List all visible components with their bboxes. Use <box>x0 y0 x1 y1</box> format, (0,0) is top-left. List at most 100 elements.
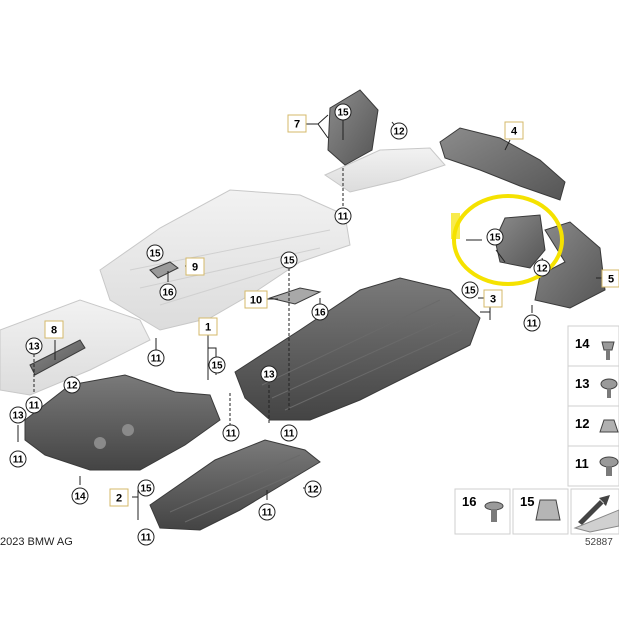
part-7-bracket <box>327 89 379 166</box>
part-5-panel <box>534 221 606 309</box>
callout-15-g: 15 <box>137 479 155 497</box>
callout-16-b: 16 <box>311 303 329 321</box>
svg-text:13: 13 <box>575 376 589 391</box>
callout-11-a: 11 <box>334 207 352 225</box>
svg-text:15: 15 <box>489 233 501 244</box>
svg-text:11: 11 <box>262 508 273 519</box>
svg-text:11: 11 <box>527 319 538 330</box>
ghost-right-shield <box>323 147 446 193</box>
svg-text:1: 1 <box>205 322 211 334</box>
svg-text:15: 15 <box>211 361 223 372</box>
svg-text:12: 12 <box>393 127 405 138</box>
legend-row-13: 13 <box>575 376 618 398</box>
label-item-8: 8 <box>44 320 64 339</box>
svg-text:15: 15 <box>520 494 534 509</box>
callout-12-d: 12 <box>304 480 322 498</box>
callouts: 15 15 15 15 15 15 15 12 12 12 12 11 11 1… <box>9 103 551 546</box>
callout-12-b: 12 <box>533 259 551 277</box>
svg-text:12: 12 <box>66 381 78 392</box>
part-box-15: 15 <box>512 488 569 535</box>
callout-11-g: 11 <box>280 424 298 442</box>
label-item-5: 5 <box>601 269 619 288</box>
legend-row-11: 11 <box>575 456 619 476</box>
svg-text:13: 13 <box>12 411 24 422</box>
label-item-7: 7 <box>287 114 307 133</box>
svg-text:12: 12 <box>536 264 548 275</box>
svg-text:11: 11 <box>338 212 349 223</box>
svg-text:11: 11 <box>226 429 237 440</box>
part-8-strip <box>29 339 86 376</box>
copyright-text: 2023 BMW AG <box>0 536 73 548</box>
callout-15-e: 15 <box>280 251 298 269</box>
svg-text:4: 4 <box>511 126 518 138</box>
svg-text:16: 16 <box>462 494 476 509</box>
svg-text:14: 14 <box>575 336 590 351</box>
svg-text:13: 13 <box>263 370 275 381</box>
part-box-16: 16 <box>454 488 511 535</box>
label-item-1: 1 <box>198 317 218 336</box>
svg-text:16: 16 <box>314 308 326 319</box>
callout-13-b: 13 <box>9 406 27 424</box>
part-1-shield <box>24 374 221 471</box>
svg-text:10: 10 <box>250 295 262 307</box>
callout-11-i: 11 <box>137 528 155 546</box>
svg-text:11: 11 <box>13 455 24 466</box>
label-item-9: 9 <box>185 257 205 276</box>
label-item-4: 4 <box>504 121 524 140</box>
part-9-bracket <box>149 261 179 279</box>
svg-text:11: 11 <box>151 354 162 365</box>
label-item-3: 3 <box>483 289 503 308</box>
callout-15-a: 15 <box>334 103 352 121</box>
fastener-legend: 14 13 12 11 <box>567 325 619 487</box>
callout-11-h: 11 <box>258 503 276 521</box>
svg-text:9: 9 <box>192 262 198 274</box>
label-item-10: 10 <box>244 290 268 309</box>
callout-12-a: 12 <box>390 122 408 140</box>
svg-text:13: 13 <box>28 342 40 353</box>
svg-text:11: 11 <box>141 533 152 544</box>
svg-text:15: 15 <box>283 256 295 267</box>
svg-text:11: 11 <box>284 429 295 440</box>
part-2-shield <box>149 439 321 531</box>
callout-13-c: 13 <box>260 365 278 383</box>
legend-row-14: 14 <box>575 336 615 360</box>
bottom-parts: 16 15 <box>454 488 619 535</box>
svg-text:15: 15 <box>140 484 152 495</box>
callout-11-d: 11 <box>25 396 43 414</box>
callout-14-a: 14 <box>71 487 89 505</box>
callout-12-c: 12 <box>63 376 81 394</box>
svg-text:2: 2 <box>116 493 122 505</box>
svg-text:16: 16 <box>162 288 174 299</box>
svg-text:11: 11 <box>575 456 589 471</box>
svg-text:15: 15 <box>337 108 349 119</box>
svg-text:12: 12 <box>307 485 319 496</box>
svg-text:14: 14 <box>74 492 86 503</box>
item-labels: 7 4 9 10 5 3 8 1 2 <box>44 114 619 507</box>
svg-text:12: 12 <box>575 416 589 431</box>
image-number: 52887 <box>585 537 613 548</box>
main-underbody-shield <box>234 277 481 421</box>
callout-11-e: 11 <box>9 450 27 468</box>
part-box-arrow <box>570 488 619 535</box>
callout-16-a: 16 <box>159 283 177 301</box>
svg-text:5: 5 <box>608 274 614 286</box>
svg-text:8: 8 <box>51 325 57 337</box>
svg-text:7: 7 <box>294 119 300 131</box>
callout-11-c: 11 <box>147 349 165 367</box>
label-item-2: 2 <box>109 488 129 507</box>
callout-15-f: 15 <box>208 356 226 374</box>
svg-text:15: 15 <box>464 286 476 297</box>
callout-15-b: 15 <box>486 228 504 246</box>
callout-13-a: 13 <box>25 337 43 355</box>
svg-text:11: 11 <box>29 401 40 412</box>
svg-text:3: 3 <box>490 294 496 306</box>
callout-11-f: 11 <box>222 424 240 442</box>
callout-15-c: 15 <box>461 281 479 299</box>
callout-11-b: 11 <box>523 314 541 332</box>
callout-15-d: 15 <box>146 244 164 262</box>
part-10-bracket <box>268 287 322 305</box>
svg-text:15: 15 <box>149 249 161 260</box>
highlight-marker <box>451 213 460 239</box>
highlight-ring <box>452 194 564 286</box>
